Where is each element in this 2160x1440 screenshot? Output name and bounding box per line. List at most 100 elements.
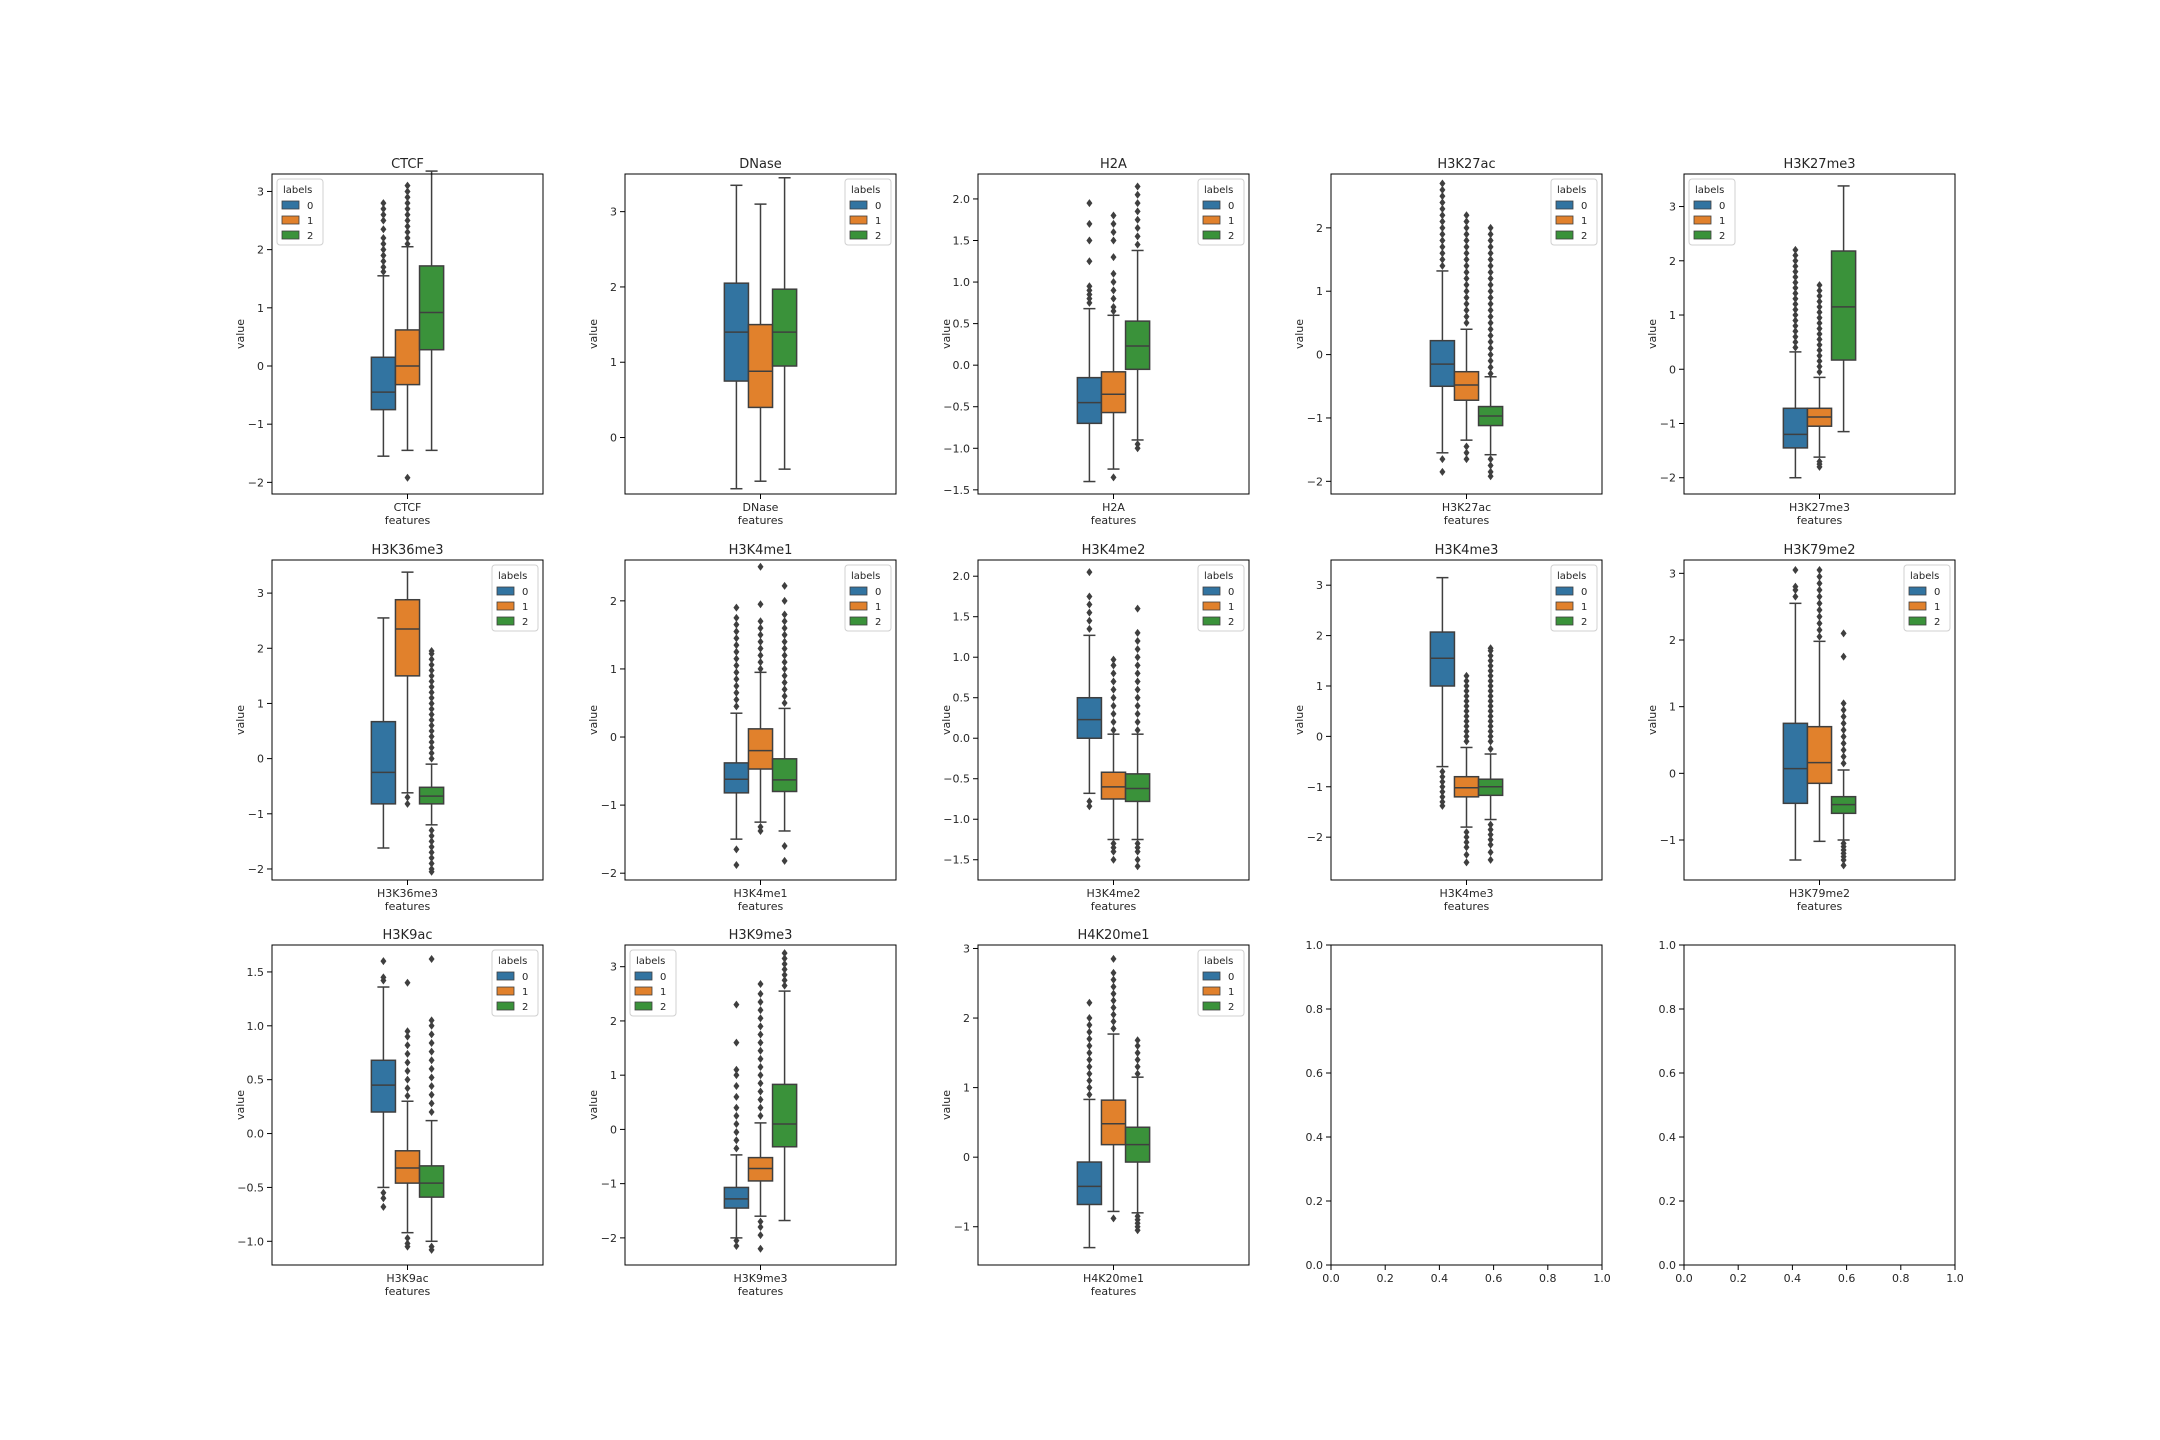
y-tick-label: −2 bbox=[248, 863, 264, 876]
x-axis-label: features bbox=[385, 514, 431, 527]
subplot-h3k4me3: −2−10123H3K4me3featuresvalueH3K4me3label… bbox=[1293, 543, 1603, 913]
outlier-point bbox=[1110, 236, 1117, 245]
outlier-point bbox=[428, 1245, 435, 1254]
outlier-point bbox=[380, 263, 387, 272]
x-axis-label: features bbox=[385, 900, 431, 913]
outlier-point bbox=[428, 727, 435, 736]
outlier-point bbox=[1439, 223, 1446, 232]
box-iqr bbox=[1453, 370, 1480, 401]
legend-entry-label: 1 bbox=[875, 216, 881, 227]
subplot-title: DNase bbox=[739, 157, 781, 172]
legend-swatch bbox=[1908, 586, 1927, 596]
x-tick-label: H3K9me3 bbox=[734, 1272, 788, 1285]
outlier-point bbox=[1487, 644, 1494, 653]
x-tick-label: 0.6 bbox=[1485, 1272, 1503, 1285]
outlier-point bbox=[757, 1071, 764, 1080]
box-label-0 bbox=[370, 957, 397, 1211]
outlier-point bbox=[781, 664, 788, 673]
outlier-point bbox=[1792, 300, 1799, 309]
y-tick-label: 1 bbox=[257, 697, 264, 710]
y-tick-label: 1.5 bbox=[953, 234, 971, 247]
outlier-point bbox=[1487, 242, 1494, 251]
outlier-point bbox=[757, 1046, 764, 1055]
y-axis-label: value bbox=[1646, 705, 1659, 735]
x-tick-label: H4K20me1 bbox=[1083, 1272, 1144, 1285]
outlier-point bbox=[1816, 297, 1823, 306]
outlier-point bbox=[757, 1217, 764, 1226]
outlier-point bbox=[1463, 318, 1470, 327]
legend-swatch bbox=[1202, 1001, 1221, 1011]
outlier-point bbox=[733, 1144, 740, 1153]
box-iqr bbox=[1076, 376, 1103, 425]
outlier-point bbox=[1816, 324, 1823, 333]
y-tick-label: 2 bbox=[610, 1015, 617, 1028]
outlier-point bbox=[1110, 1003, 1117, 1012]
outlier-point bbox=[1110, 954, 1117, 963]
legend-swatch bbox=[634, 971, 653, 981]
outlier-point bbox=[1487, 350, 1494, 359]
box-label-0 bbox=[370, 617, 397, 849]
outlier-point bbox=[1463, 843, 1470, 852]
legend-swatch bbox=[1555, 200, 1574, 210]
legend-frame bbox=[1688, 178, 1736, 246]
outlier-point bbox=[428, 1056, 435, 1065]
legend-swatch bbox=[634, 1001, 653, 1011]
x-axis-label: features bbox=[1444, 514, 1490, 527]
outlier-point bbox=[404, 216, 411, 225]
outlier-point bbox=[1110, 1214, 1117, 1223]
outlier-point bbox=[1086, 294, 1093, 303]
outlier-point bbox=[404, 228, 411, 237]
outlier-point bbox=[1086, 1041, 1093, 1050]
legend-entry-label: 1 bbox=[875, 602, 881, 613]
y-axis-label: value bbox=[234, 319, 247, 349]
outlier-point bbox=[404, 1067, 411, 1076]
outlier-point bbox=[428, 1099, 435, 1108]
y-tick-label: 3 bbox=[1316, 579, 1323, 592]
outlier-point bbox=[1134, 207, 1141, 216]
outlier-point bbox=[1134, 1041, 1141, 1050]
outlier-point bbox=[1816, 619, 1823, 628]
outlier-point bbox=[428, 732, 435, 741]
legend-swatch bbox=[1202, 616, 1221, 626]
outlier-point bbox=[781, 610, 788, 619]
box-label-2 bbox=[1830, 185, 1857, 433]
outlier-point bbox=[1487, 717, 1494, 726]
y-tick-label: 0.0 bbox=[953, 732, 971, 745]
box-label-2 bbox=[418, 170, 445, 452]
y-axis-label: value bbox=[1646, 319, 1659, 349]
y-tick-label: −1 bbox=[248, 418, 264, 431]
box-iqr bbox=[747, 1156, 774, 1182]
y-tick-label: 0.5 bbox=[953, 692, 971, 705]
outlier-point bbox=[1086, 1076, 1093, 1085]
outlier-point bbox=[1816, 592, 1823, 601]
subplot-h3k4me2: −1.5−1.0−0.50.00.51.01.52.0H3K4me2featur… bbox=[940, 543, 1250, 913]
outlier-point bbox=[1792, 267, 1799, 276]
outlier-point bbox=[1487, 230, 1494, 239]
outlier-point bbox=[1816, 357, 1823, 366]
outlier-point bbox=[733, 1136, 740, 1145]
legend-swatch bbox=[1202, 971, 1221, 981]
x-tick-label: 0.2 bbox=[1376, 1272, 1394, 1285]
y-tick-label: −1 bbox=[601, 799, 617, 812]
outlier-point bbox=[428, 1047, 435, 1056]
outlier-point bbox=[1110, 307, 1117, 316]
outlier-point bbox=[1792, 289, 1799, 298]
outlier-point bbox=[380, 957, 387, 966]
box-label-0 bbox=[370, 199, 397, 457]
y-axis-label: value bbox=[234, 705, 247, 735]
outlier-point bbox=[428, 677, 435, 686]
outlier-point bbox=[1439, 230, 1446, 239]
box-label-0 bbox=[723, 1000, 750, 1251]
outlier-point bbox=[1086, 1048, 1093, 1057]
y-tick-label: 0 bbox=[610, 432, 617, 445]
box-label-1 bbox=[747, 203, 774, 482]
y-axis-label: value bbox=[940, 705, 953, 735]
outlier-point bbox=[757, 1079, 764, 1088]
y-tick-label: 2 bbox=[963, 1012, 970, 1025]
outlier-point bbox=[428, 1090, 435, 1099]
subplot-h3k9ac: −1.0−0.50.00.51.01.5H3K9acfeaturesvalueH… bbox=[234, 928, 544, 1298]
